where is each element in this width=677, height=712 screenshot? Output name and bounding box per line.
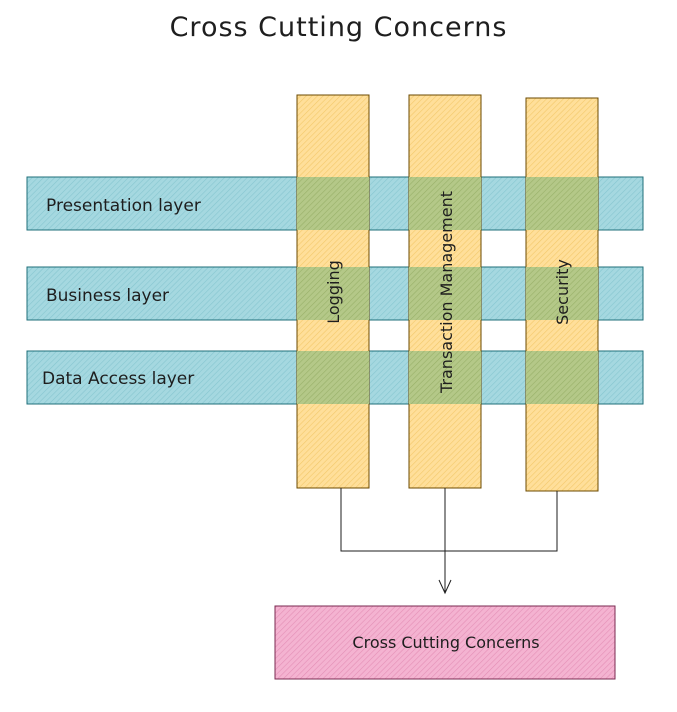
connector-lines (340, 488, 558, 592)
overlap-cells (297, 177, 598, 404)
layer-business-label: Business layer (46, 286, 169, 306)
concern-transaction-management-label: Transaction Management (437, 191, 456, 394)
target-label: Cross Cutting Concerns (352, 633, 539, 652)
diagram-title: Cross Cutting Concerns (169, 12, 508, 43)
concern-logging-label: Logging (324, 260, 343, 323)
layer-presentation-label: Presentation layer (46, 196, 201, 216)
concern-security-label: Security (553, 259, 572, 325)
arrowhead-icon (438, 579, 452, 595)
target-cross-cutting-concerns (274, 605, 616, 680)
layer-data-access-label: Data Access layer (42, 369, 194, 389)
